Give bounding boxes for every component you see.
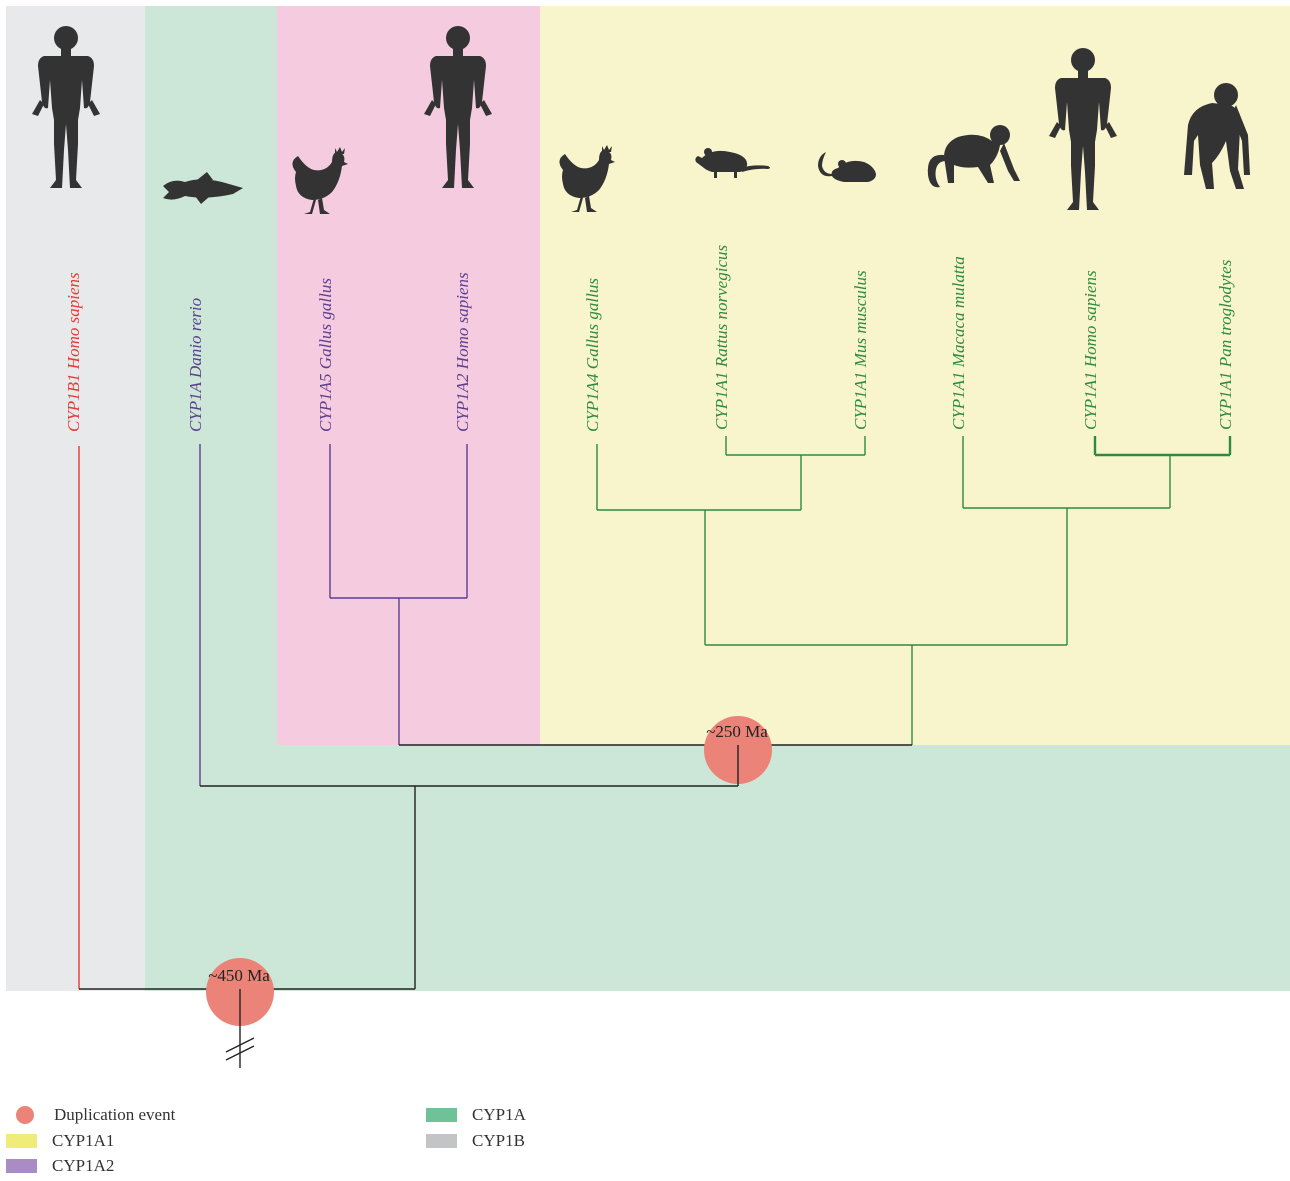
- cyp1a1-swatch: [6, 1134, 37, 1148]
- cyp1a2-region: [277, 6, 540, 745]
- leaf-label: CYP1A1 Pan troglodytes: [1216, 259, 1235, 430]
- cyp1b-swatch: [426, 1134, 457, 1148]
- cyp1a1-region: [540, 6, 1290, 745]
- leaf-label: CYP1A Danio rerio: [186, 298, 205, 432]
- duplication-dot-icon: [16, 1106, 34, 1124]
- legend-label: Duplication event: [54, 1105, 176, 1124]
- phylogenetic-tree: ~250 Ma ~450 Ma CYP1B1 Homo sapiens CYP1…: [6, 6, 1290, 1068]
- legend-label: CYP1B: [472, 1131, 525, 1150]
- leaf-label: CYP1A1 Homo sapiens: [1081, 270, 1100, 430]
- leaf-label: CYP1A1 Rattus norvegicus: [712, 245, 731, 430]
- event-stems: [225, 745, 739, 1068]
- age-label: ~250 Ma: [706, 722, 768, 741]
- legend-label: CYP1A2: [52, 1156, 115, 1175]
- leaf-label: CYP1A4 Gallus gallus: [583, 278, 602, 432]
- leaf-label: CYP1A2 Homo sapiens: [453, 272, 472, 432]
- leaf-labels: CYP1B1 Homo sapiens CYP1A Danio rerio CY…: [64, 245, 1235, 432]
- cyp1a1-branches: [596, 436, 1232, 745]
- age-label: ~450 Ma: [208, 966, 270, 985]
- leaf-label: CYP1B1 Homo sapiens: [64, 272, 83, 432]
- legend-label: CYP1A1: [52, 1131, 115, 1150]
- legend-label: CYP1A: [472, 1105, 526, 1124]
- leaf-label: CYP1A1 Mus musculus: [851, 270, 870, 430]
- cyp1a2-branches: [199, 444, 468, 786]
- cyp1a2-swatch: [6, 1159, 37, 1173]
- leaf-label: CYP1A1 Macaca mulatta: [949, 256, 968, 430]
- leaf-label: CYP1A5 Gallus gallus: [316, 278, 335, 432]
- break-mark: [225, 1037, 255, 1061]
- cyp1a-swatch: [426, 1108, 457, 1122]
